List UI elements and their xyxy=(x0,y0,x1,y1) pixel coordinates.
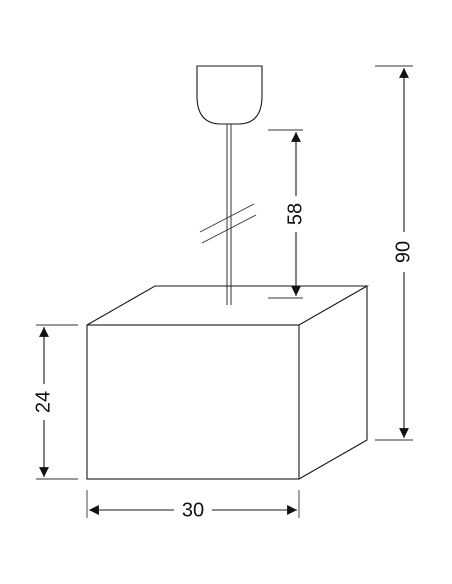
cord-break-symbol xyxy=(199,203,257,244)
ceiling-canopy xyxy=(196,65,263,125)
shade-width-label: 30 xyxy=(182,499,204,521)
dimension-cable-length: 58 xyxy=(268,129,306,299)
dimension-shade-width: 30 xyxy=(86,490,300,522)
box-shade xyxy=(86,285,370,480)
total-height-label: 90 xyxy=(392,241,414,263)
suspension-cord xyxy=(226,124,232,305)
shade-height-label: 24 xyxy=(32,391,54,413)
cable-length-label: 58 xyxy=(284,203,306,225)
dimension-total-height: 90 xyxy=(375,65,414,441)
dimension-shade-height: 24 xyxy=(32,324,78,480)
